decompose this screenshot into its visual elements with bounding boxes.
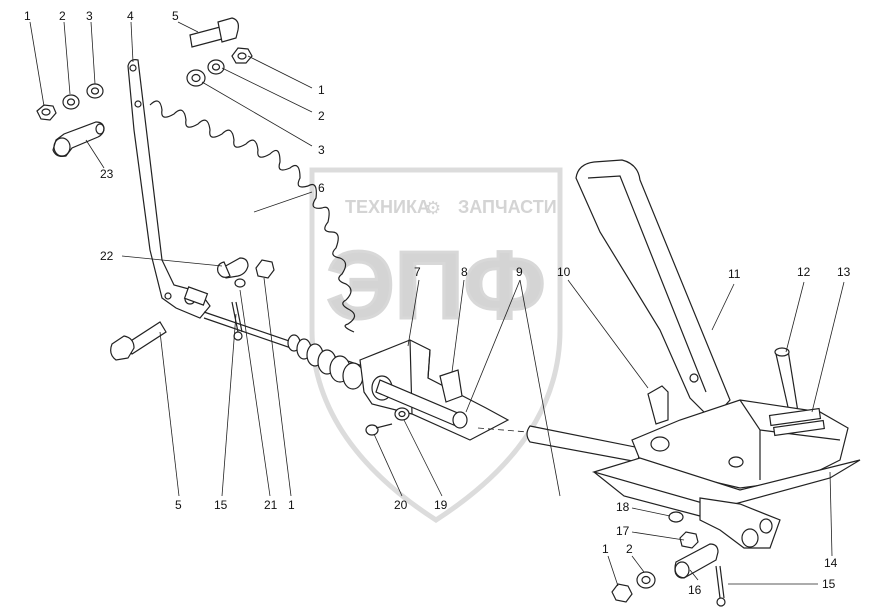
washer-3-top-left [86,83,104,99]
connection-dashed-line [477,427,529,433]
callout-13: 13 [837,265,851,279]
watermark: ТЕХНИКА ⚙ ЗАПЧАСТИ ЭПФ [309,167,563,523]
watermark-shield [309,167,563,523]
split-pin-15-bottom [715,565,726,607]
callout-15: 15 [822,577,836,591]
bolt-20 [365,423,393,436]
bolt-10 [647,385,669,425]
callout-4: 4 [127,9,134,23]
callout-1: 1 [24,9,31,23]
bolt-22 [217,257,249,279]
callout-1: 1 [288,498,295,512]
nut-1-top [231,47,253,64]
spring-6 [149,100,356,333]
callout-2: 2 [318,109,325,123]
washer-2-bottom [636,571,656,589]
nut-17 [679,531,699,549]
nut-1-top-left [36,104,57,121]
gear-icon: ⚙ [425,198,441,218]
callout-5: 5 [172,9,179,23]
watermark-right-text: ЗАПЧАСТИ [458,197,557,217]
callout-23: 23 [100,167,114,181]
split-pin-15-left [231,301,243,341]
callout-9: 9 [516,265,523,279]
washer-2-top-left [62,94,80,110]
spacer-16 [674,543,719,579]
bolt-5-left [110,321,167,361]
nut-1-bottom [611,583,633,603]
pedal-shaft [526,425,641,463]
washer-18 [668,511,684,523]
callout-3: 3 [318,143,325,157]
washer-21 [234,278,246,288]
callout-2: 2 [626,542,633,556]
lever-4 [127,59,211,319]
callout-10: 10 [557,265,571,279]
watermark-logo: ЭПФ [326,232,545,339]
callout-1: 1 [318,83,325,97]
watermark-left-text: ТЕХНИКА [345,197,430,217]
callout-8: 8 [461,265,468,279]
pedal-11 [575,159,731,421]
callout-12: 12 [797,265,811,279]
callout-20: 20 [394,498,408,512]
washer-19 [394,407,410,421]
callout-11: 11 [728,267,741,281]
hinge-bracket [699,497,781,549]
callout-1: 1 [602,542,609,556]
callout-22: 22 [100,249,114,263]
callout-15: 15 [214,498,228,512]
callout-labels: 1 2 3 4 5 1 2 3 6 23 22 7 8 9 10 11 12 1… [24,9,851,597]
callout-5: 5 [175,498,182,512]
bolt-5-top [189,17,239,48]
callout-18: 18 [616,500,630,514]
callout-21: 21 [264,498,278,512]
callout-7: 7 [414,265,421,279]
washer-2-top [207,59,225,75]
callout-16: 16 [688,583,702,597]
callout-3: 3 [86,9,93,23]
shaft-9 [375,379,468,429]
bellows-boot [287,334,364,390]
callout-14: 14 [824,556,838,570]
washer-3-top [186,69,206,87]
callout-19: 19 [434,498,448,512]
parts-drawing [36,17,861,607]
nut-1-middle [255,259,275,279]
leader-lines [29,21,845,587]
callout-6: 6 [318,181,325,195]
callout-2: 2 [59,9,66,23]
spacer-23 [52,121,105,157]
callout-17: 17 [616,524,630,538]
